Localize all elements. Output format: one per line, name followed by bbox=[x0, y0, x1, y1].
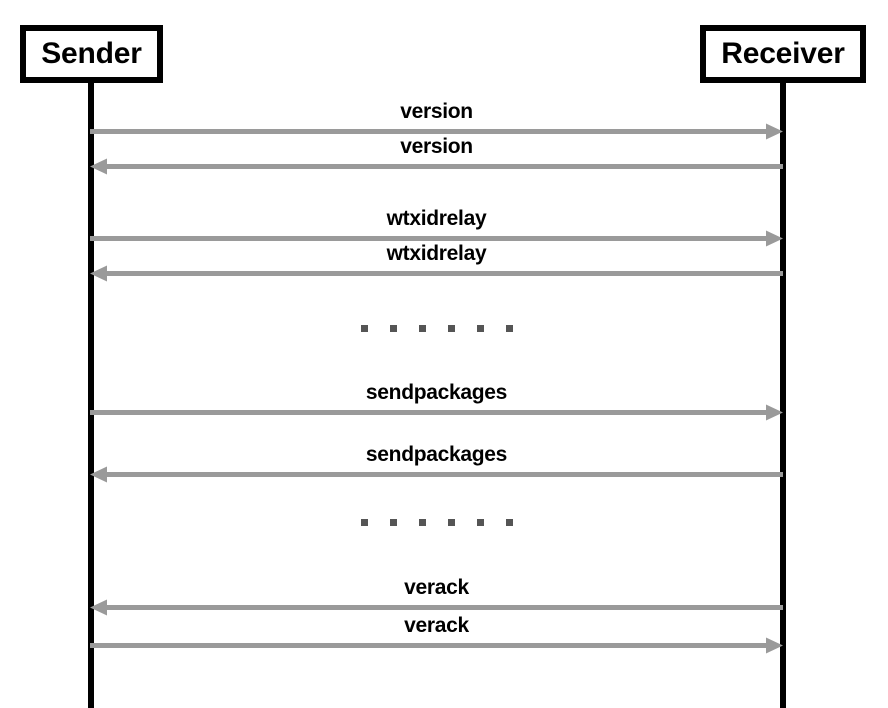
participant-sender: Sender bbox=[20, 25, 163, 83]
arrow-left-icon bbox=[90, 158, 783, 175]
message-label: verack bbox=[404, 576, 469, 599]
ellipsis-dot-icon bbox=[476, 518, 484, 526]
ellipsis-dot-icon bbox=[418, 324, 426, 332]
message-label: wtxidrelay bbox=[386, 242, 487, 265]
arrow-left-icon bbox=[90, 466, 783, 483]
ellipsis-dot-icon bbox=[360, 324, 368, 332]
message-label: wtxidrelay bbox=[386, 207, 487, 230]
participant-receiver: Receiver bbox=[700, 25, 866, 83]
message-label: version bbox=[400, 100, 473, 123]
lifeline-sender bbox=[88, 80, 94, 708]
arrow-left-icon bbox=[90, 265, 783, 282]
ellipsis-separator bbox=[90, 322, 783, 334]
arrow-left-icon bbox=[90, 599, 783, 616]
ellipsis-separator bbox=[90, 516, 783, 528]
participant-sender-label: Sender bbox=[41, 37, 142, 70]
participant-receiver-label: Receiver bbox=[721, 37, 845, 70]
lifeline-receiver bbox=[780, 80, 786, 708]
arrow-right-icon bbox=[90, 230, 783, 247]
ellipsis-dot-icon bbox=[389, 324, 397, 332]
ellipsis-dot-icon bbox=[389, 518, 397, 526]
ellipsis-dot-icon bbox=[505, 518, 513, 526]
message-label: version bbox=[400, 135, 473, 158]
arrow-right-icon bbox=[90, 404, 783, 421]
message-label: verack bbox=[404, 614, 469, 637]
ellipsis-dot-icon bbox=[360, 518, 368, 526]
message-label: sendpackages bbox=[365, 443, 508, 466]
message-label: sendpackages bbox=[365, 381, 508, 404]
ellipsis-dot-icon bbox=[505, 324, 513, 332]
ellipsis-dot-icon bbox=[418, 518, 426, 526]
ellipsis-dot-icon bbox=[447, 518, 455, 526]
arrow-right-icon bbox=[90, 123, 783, 140]
ellipsis-dot-icon bbox=[447, 324, 455, 332]
arrow-right-icon bbox=[90, 637, 783, 654]
ellipsis-dot-icon bbox=[476, 324, 484, 332]
